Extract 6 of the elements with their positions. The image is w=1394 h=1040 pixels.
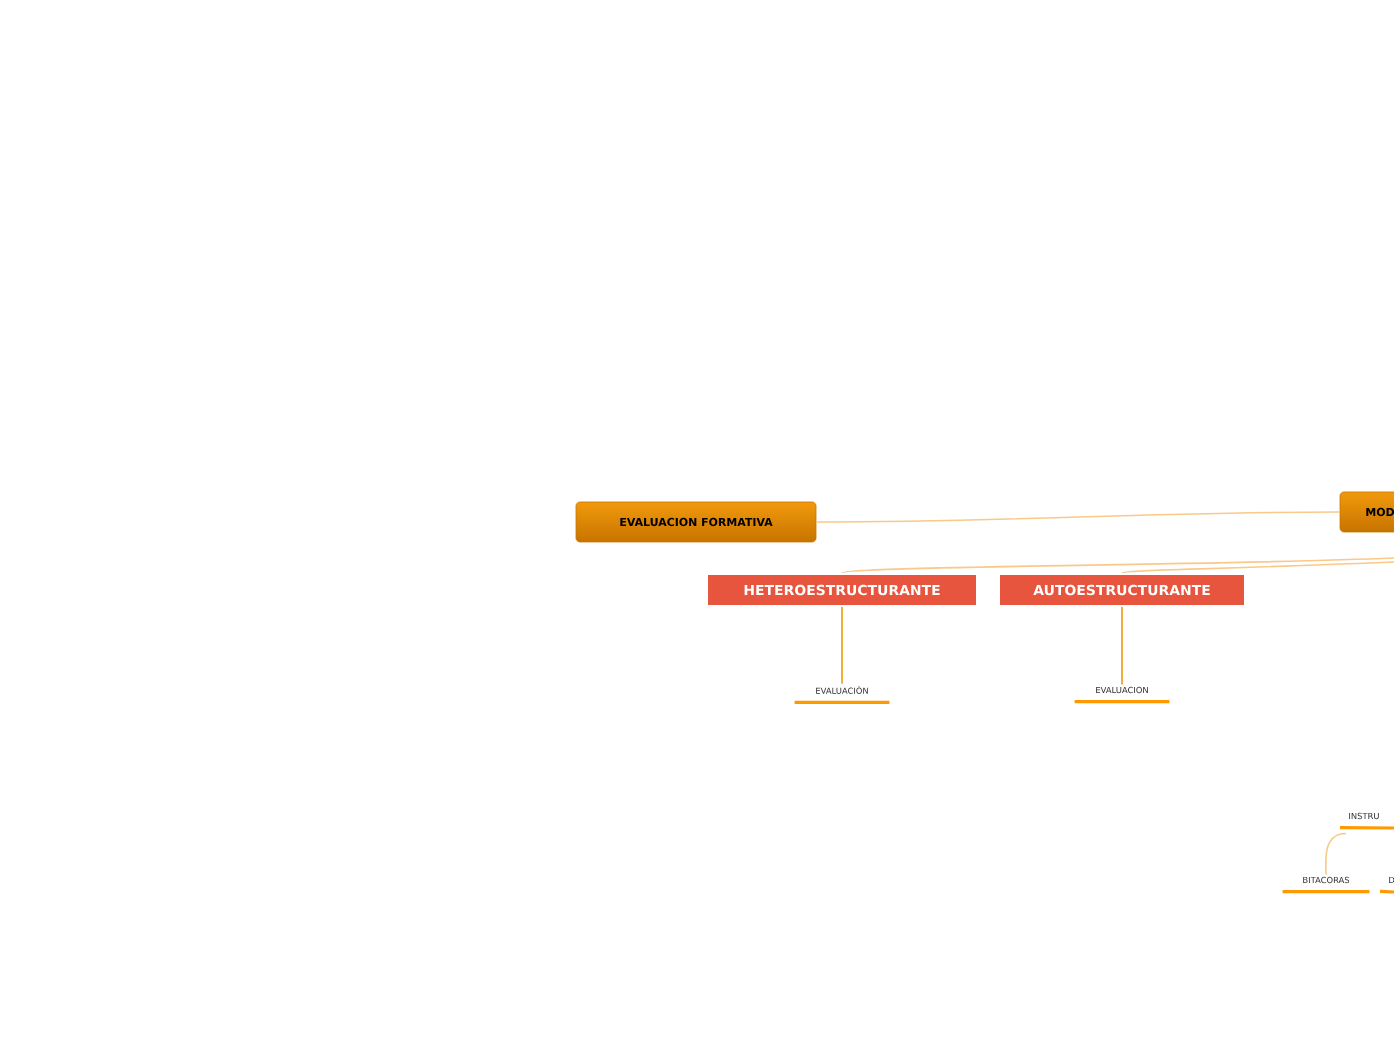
connector-line (815, 511, 1341, 523)
connector-line (1121, 561, 1394, 574)
connector-line (841, 557, 1394, 574)
connector-line (841, 606, 843, 685)
connector-line (1121, 606, 1123, 686)
connector-line (1324, 832, 1347, 876)
